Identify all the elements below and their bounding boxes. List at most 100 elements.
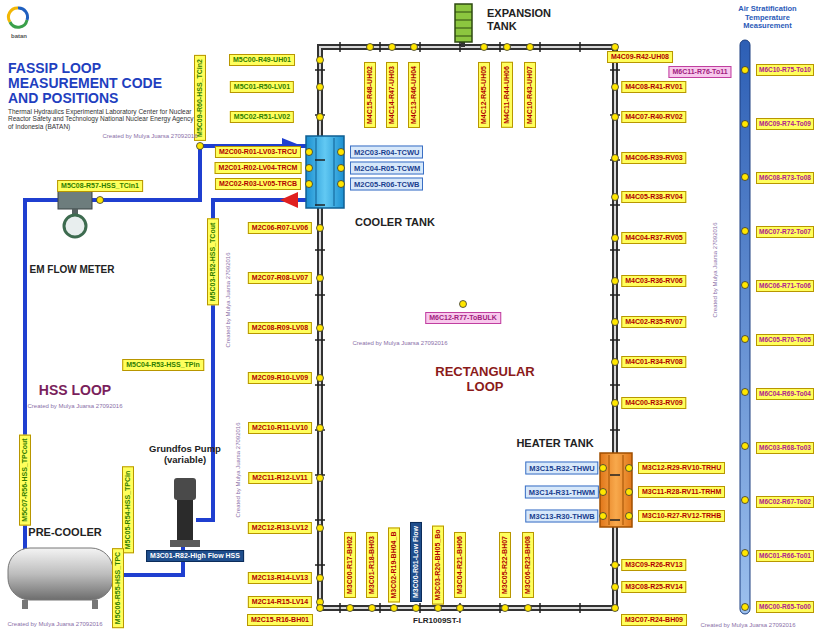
tag-code: M2C07-R08-LV07 bbox=[252, 274, 308, 282]
sensor-dot bbox=[460, 301, 467, 308]
air-column bbox=[740, 40, 750, 614]
tag-code: M3C01-R18-BH03 bbox=[368, 536, 376, 594]
tag-code: M5C02-R51-LV02 bbox=[234, 113, 290, 121]
sensor-dot bbox=[626, 465, 633, 472]
sensor-tag: M3C02-R19-BH04_B bbox=[388, 528, 400, 603]
pipe-flange bbox=[315, 384, 325, 386]
diagram-title: FASSIP LOOP MEASUREMENT CODE AND POSITIO… bbox=[8, 61, 188, 106]
tag-code: M3C13-R30-THWB bbox=[529, 512, 594, 521]
tag-code: M2C11-R12-LV11 bbox=[252, 474, 308, 482]
label-text: Thermal Hydraulics Experimental Laborato… bbox=[8, 108, 198, 130]
sensor-dot bbox=[742, 121, 749, 128]
sensor-tag: M6C11-R76-To11 bbox=[668, 66, 731, 78]
pipe-flange bbox=[315, 204, 325, 206]
label-text: Created by Mulya Juarsa 27092016 bbox=[7, 621, 102, 628]
sensor-dot bbox=[306, 149, 313, 156]
sensor-tag: M5C01-R50-LV01 bbox=[230, 81, 294, 93]
sensor-tag: M4C09-R42-UH08 bbox=[607, 51, 673, 63]
sensor-dot bbox=[347, 605, 354, 612]
tag-code: M6C04-R69-To04 bbox=[759, 390, 811, 398]
sensor-tag: M3C03-R20-BH05_Bo bbox=[432, 525, 444, 604]
tag-code: M6C01-R66-To01 bbox=[759, 552, 811, 560]
label-text: Created by Mulya Juarsa 27092016 bbox=[352, 340, 447, 347]
pipe-flange bbox=[610, 384, 620, 386]
tag-code: M5C00-R49-UH01 bbox=[233, 56, 291, 64]
tag-code: M5C06-R55-HSS_TPC bbox=[114, 552, 122, 624]
sensor-dot bbox=[742, 67, 749, 74]
sensor-dot bbox=[317, 114, 324, 121]
tag-code: M3C08-R25-RV14 bbox=[625, 583, 682, 591]
sensor-dot bbox=[612, 44, 619, 51]
sensor-tag: M3C09-R26-RV13 bbox=[621, 559, 686, 571]
sensor-tag: M5C06-R55-HSS_TPC bbox=[112, 548, 124, 628]
pump-body bbox=[177, 500, 193, 540]
sensor-dot bbox=[338, 181, 345, 188]
sensor-tag: M4C01-R34-RV08 bbox=[621, 356, 686, 368]
tag-code: M2C04-R05-TCWM bbox=[354, 164, 420, 173]
tag-code: M2C12-R13-LV12 bbox=[252, 524, 308, 532]
flow-meter-neck bbox=[72, 209, 78, 214]
tag-code: M2C08-R09-LV08 bbox=[252, 324, 308, 332]
tag-code: M2C03-R04-TCWU bbox=[354, 148, 419, 157]
sensor-dot bbox=[612, 400, 619, 407]
sensor-tag: M5C05-R54-HSS_TPCin bbox=[122, 467, 134, 554]
sensor-dot bbox=[391, 605, 398, 612]
pipe-flange bbox=[499, 603, 501, 613]
sensor-tag: M3C01-R82-High Flow HSS bbox=[146, 550, 244, 562]
sensor-tag: M2C07-R08-LV07 bbox=[248, 272, 312, 284]
sensor-dot bbox=[504, 44, 511, 51]
sensor-tag: M6C08-R73-To08 bbox=[756, 172, 814, 184]
flow-arrow bbox=[280, 192, 298, 208]
tag-code: M4C10-R43-UH07 bbox=[526, 66, 534, 124]
sensor-dot bbox=[317, 375, 324, 382]
sensor-tag: M5C02-R51-LV02 bbox=[230, 111, 294, 123]
sensor-dot bbox=[742, 389, 749, 396]
tag-code: M2C10-R11-LV10 bbox=[252, 424, 308, 432]
tag-code: M5C04-R53-HSS_TPin bbox=[126, 361, 200, 369]
sensor-tag: M6C04-R69-To04 bbox=[756, 388, 814, 400]
tag-code: M5C09-R60-HSS_TCin2 bbox=[196, 59, 204, 137]
sensor-dot bbox=[600, 465, 607, 472]
label-text: Created by Mulya Juarsa 27092016 bbox=[700, 622, 795, 629]
sensor-tag: M5C09-R60-HSS_TCin2 bbox=[194, 55, 206, 141]
sensor-dot bbox=[338, 149, 345, 156]
logo-arc bbox=[10, 20, 27, 27]
sensor-tag: M6C07-R72-To07 bbox=[756, 226, 814, 238]
sensor-tag: M2C03-R04-TCWU bbox=[350, 146, 423, 159]
sensor-tag: M5C04-R53-HSS_TPin bbox=[122, 359, 204, 371]
tag-code: M4C04-R37-RV05 bbox=[625, 234, 682, 242]
sensor-dot bbox=[742, 443, 749, 450]
label-text: COOLER TANK bbox=[355, 216, 435, 229]
label-text: PRE-COOLER bbox=[28, 526, 101, 539]
sensor-dot bbox=[457, 605, 464, 612]
tag-code: M3C11-R28-RV11-TRHM bbox=[642, 488, 721, 496]
sensor-tag: M4C13-R46-UH04 bbox=[408, 62, 420, 128]
logo-arc bbox=[8, 8, 18, 22]
tag-code: M6C03-R68-To03 bbox=[759, 444, 811, 452]
pre-cooler bbox=[8, 548, 113, 600]
pump-base bbox=[170, 540, 200, 547]
tag-code: M3C09-R26-RV13 bbox=[625, 561, 682, 569]
tag-code: M4C02-R35-RV07 bbox=[625, 318, 682, 326]
sensor-dot bbox=[527, 44, 534, 51]
pipe-flange bbox=[610, 474, 620, 476]
label-text: Air Stratification Temperature Measureme… bbox=[720, 5, 815, 31]
sensor-dots bbox=[97, 42, 749, 613]
sensor-tag: M6C05-R70-To05 bbox=[756, 334, 814, 346]
pump-motor bbox=[174, 478, 196, 500]
pipe-flange bbox=[579, 42, 581, 52]
tag-code: M4C05-R38-RV04 bbox=[625, 193, 682, 201]
logo bbox=[8, 8, 27, 27]
sensor-dot bbox=[317, 57, 324, 64]
tag-code: M2C02-R03-LV05-TRCB bbox=[219, 180, 297, 188]
tag-code: M2C06-R07-LV06 bbox=[252, 224, 308, 232]
sensor-tag: M3C15-R32-THWU bbox=[525, 462, 598, 475]
label-text: HSS LOOP bbox=[39, 382, 111, 398]
tag-code: M3C15-R32-THWU bbox=[529, 464, 594, 473]
tag-code: M4C14-R47-UH03 bbox=[388, 66, 396, 124]
sensor-dot bbox=[317, 475, 324, 482]
tag-code: M3C07-R24-BH09 bbox=[625, 616, 683, 624]
tag-code: M6C06-R71-To06 bbox=[759, 282, 811, 290]
pipe-flange bbox=[610, 204, 620, 206]
tag-code: M6C12-R77-ToBULK bbox=[429, 314, 497, 322]
